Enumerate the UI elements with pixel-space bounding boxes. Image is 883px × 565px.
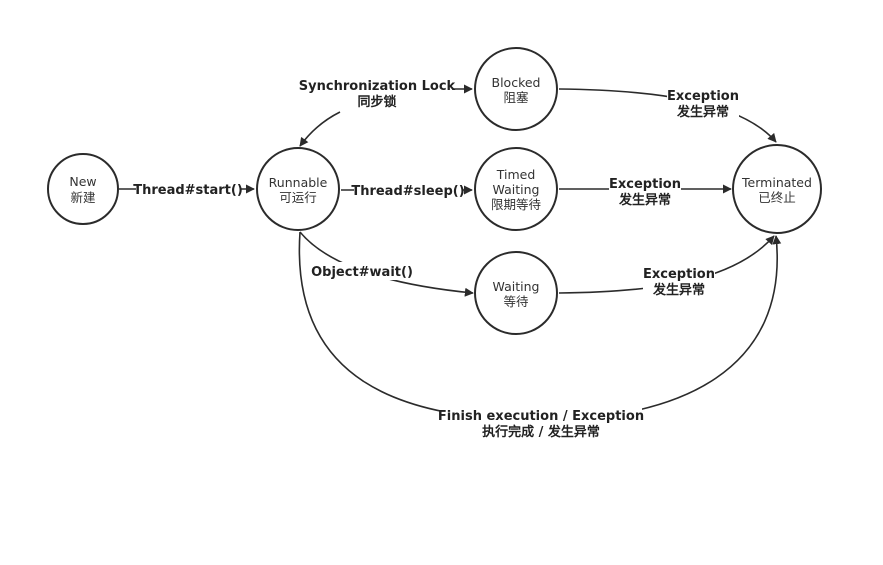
node-blocked-label-zh: 阻塞 <box>503 90 529 105</box>
edge-waiting-exception: Exception 发生异常 <box>558 235 775 298</box>
node-waiting: Waiting 等待 <box>474 251 558 335</box>
edge-label-sync-lock-zh: 同步锁 <box>357 94 396 110</box>
edge-label-finish-en: Finish execution / Exception <box>438 409 644 424</box>
node-terminated: Terminated 已终止 <box>732 144 822 234</box>
edge-timed-exception: Exception 发生异常 <box>559 174 732 208</box>
node-waiting-label-zh: 等待 <box>503 294 529 309</box>
node-timed-waiting-label-en-1: Timed <box>496 167 536 182</box>
edge-sync-lock: Synchronization Lock 同步锁 <box>299 76 473 147</box>
edge-blocked-exception: Exception 发生异常 <box>558 86 777 143</box>
node-blocked: Blocked 阻塞 <box>474 47 558 131</box>
node-timed-waiting-label-en-2: Waiting <box>493 182 540 197</box>
node-runnable-label-zh: 可运行 <box>279 190 317 205</box>
edge-label-blocked-exception-en: Exception <box>667 89 739 104</box>
node-new: New 新建 <box>47 153 119 225</box>
edge-finish: Finish execution / Exception 执行完成 / 发生异常 <box>298 231 782 440</box>
edge-label-waiting-exception-en: Exception <box>643 267 715 282</box>
edge-sleep: Thread#sleep() <box>341 181 473 199</box>
node-timed-waiting-label-zh: 限期等待 <box>491 197 542 212</box>
node-new-label-en: New <box>69 174 96 189</box>
edge-label-start: Thread#start() <box>133 183 243 198</box>
node-blocked-label-en: Blocked <box>492 75 541 90</box>
edge-label-sync-lock-en: Synchronization Lock <box>299 79 456 94</box>
node-terminated-label-zh: 已终止 <box>758 190 796 205</box>
edge-label-blocked-exception-zh: 发生异常 <box>676 104 729 120</box>
edge-wait: Object#wait() <box>299 231 474 297</box>
edge-label-waiting-exception-zh: 发生异常 <box>652 282 705 298</box>
edge-label-wait: Object#wait() <box>311 265 413 280</box>
node-waiting-label-en: Waiting <box>493 279 540 294</box>
node-new-label-zh: 新建 <box>70 190 96 205</box>
node-terminated-label-en: Terminated <box>741 175 812 190</box>
edge-label-timed-exception-zh: 发生异常 <box>618 192 671 208</box>
edge-label-finish-zh: 执行完成 / 发生异常 <box>482 424 600 440</box>
edge-label-timed-exception-en: Exception <box>609 177 681 192</box>
node-runnable-label-en: Runnable <box>269 175 328 190</box>
edge-label-sleep: Thread#sleep() <box>351 184 464 199</box>
edge-start: Thread#start() <box>119 180 255 198</box>
node-timed-waiting: Timed Waiting 限期等待 <box>474 147 558 231</box>
node-runnable: Runnable 可运行 <box>256 147 340 231</box>
